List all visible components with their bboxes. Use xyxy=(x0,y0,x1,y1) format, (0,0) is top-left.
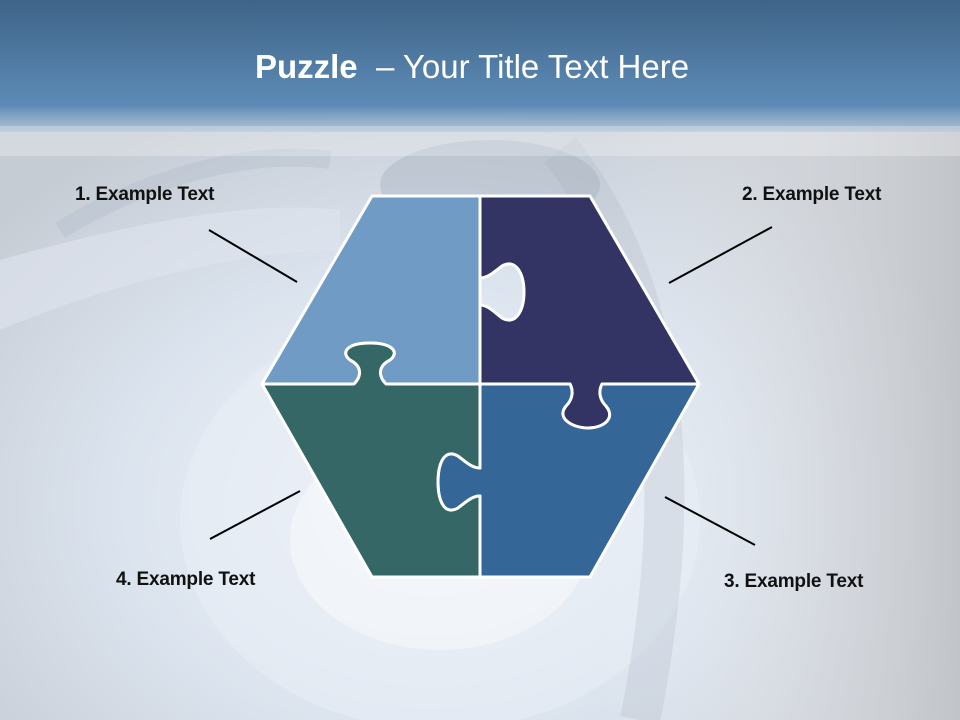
connector-line-1 xyxy=(208,229,298,283)
label-3: 3. Example Text xyxy=(724,571,864,592)
page-title: Puzzle – Your Title Text Here xyxy=(0,48,944,86)
label-4: 4. Example Text xyxy=(116,569,256,590)
connector-line-3 xyxy=(664,496,756,546)
title-strong: Puzzle xyxy=(254,48,358,85)
connector-line-2 xyxy=(668,226,773,284)
label-1: 1. Example Text xyxy=(75,184,215,205)
puzzle-piece-4 xyxy=(260,341,482,579)
label-2: 2. Example Text xyxy=(742,184,882,205)
connector-line-4 xyxy=(209,490,301,540)
title-rest: – Your Title Text Here xyxy=(357,48,690,85)
